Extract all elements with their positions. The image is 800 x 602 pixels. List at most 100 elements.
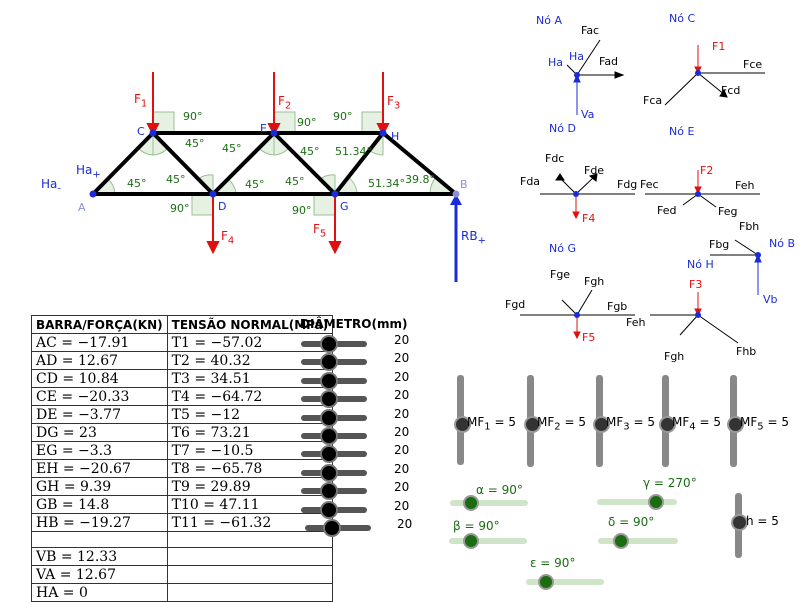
diameter-slider-knob[interactable] <box>323 519 341 537</box>
fbd-label: Fgd <box>505 298 526 311</box>
member-hb <box>381 131 458 196</box>
diameter-slider-knob[interactable] <box>320 463 338 482</box>
moment-slider-knob[interactable] <box>593 416 610 433</box>
fbd-label: Fgh <box>664 350 685 363</box>
diameter-value: 20 <box>397 517 413 531</box>
fbd-title-node-e: Nó E <box>669 125 695 138</box>
node-label-c: C <box>137 125 145 138</box>
fbd-label: Fad <box>599 55 619 68</box>
diameter-value: 20 <box>394 443 410 458</box>
fbd-label: Va <box>581 108 595 121</box>
angle-label: 45° <box>166 173 186 186</box>
diameter-slider-knob[interactable] <box>320 482 338 501</box>
angle-slider-knob[interactable] <box>538 574 554 590</box>
fbd-label: Fgb <box>607 300 628 313</box>
fbd-label: Feh <box>626 316 646 329</box>
angle-slider-knob[interactable] <box>463 495 479 511</box>
fbd-label: Vb <box>763 293 778 306</box>
reaction-label-ha-plus: Ha+ <box>76 163 101 181</box>
force-cell: AD = 12.67 <box>31 351 168 370</box>
angle-slider-label: β = 90° <box>453 519 500 533</box>
moment-slider-knob[interactable] <box>524 416 541 433</box>
stress-cell: T3 = 34.51 <box>166 369 334 388</box>
fbd-node-e <box>695 191 701 197</box>
angle-slider-knob[interactable] <box>463 533 479 549</box>
fbd-label: Ha <box>548 56 564 69</box>
moment-slider-knob[interactable] <box>454 416 471 433</box>
node-label-d: D <box>218 200 227 213</box>
angle-label: 90° <box>297 116 317 129</box>
truss-nodes <box>89 129 460 198</box>
fbd-label: Feh <box>735 179 755 192</box>
angle-slider-track[interactable] <box>597 499 677 505</box>
diameter-header: DIÂMETRO(mm) <box>300 317 408 331</box>
fbd-label: F2 <box>700 164 714 177</box>
fbd-title-node-g: Nó G <box>549 242 576 255</box>
force-label-f2: F2 <box>278 94 292 112</box>
fbd-label: Fhb <box>736 345 757 358</box>
fbd-label: F3 <box>689 278 703 291</box>
diameter-slider-knob[interactable] <box>320 427 338 445</box>
fbd-label: Fec <box>640 178 659 191</box>
reaction-rb <box>450 194 462 282</box>
node-a <box>89 190 97 198</box>
diameter-slider-knob[interactable] <box>320 353 338 372</box>
angle-slider-knob[interactable] <box>613 533 629 549</box>
force-arrows <box>146 72 390 255</box>
force-cell: EH = −20.67 <box>31 459 168 478</box>
diameter-slider-knob[interactable] <box>320 500 338 519</box>
empty-cell <box>166 531 334 548</box>
member-eg <box>272 131 337 196</box>
angle-slider-knob[interactable] <box>648 494 664 510</box>
fbd-label: Fgh <box>584 275 605 288</box>
force-cell: DG = 23 <box>31 423 168 442</box>
angle-slider-label: α = 90° <box>476 483 523 497</box>
fbd-label: Fda <box>520 175 541 188</box>
moment-slider-knob[interactable] <box>659 416 676 433</box>
diameter-slider-knob[interactable] <box>320 390 338 409</box>
fbd-node-a <box>574 72 580 78</box>
angle-slider-label: ε = 90° <box>530 556 576 570</box>
fbd-label: Fdg <box>617 178 638 191</box>
angle-slider-label: δ = 90° <box>608 515 655 529</box>
stress-cell: T1 = −57.02 <box>166 333 334 352</box>
diameter-slider-knob[interactable] <box>320 445 338 464</box>
member-cd <box>151 131 215 196</box>
angle-slider-track[interactable] <box>526 579 604 585</box>
member-de <box>211 131 276 196</box>
angle-slider-track[interactable] <box>449 538 527 544</box>
fbd-label: Feg <box>718 205 738 218</box>
diameter-value: 20 <box>394 425 410 439</box>
moment-slider-label: MF2 = 5 <box>537 415 586 433</box>
table-row <box>31 531 334 548</box>
angle-slider-track[interactable] <box>598 538 678 544</box>
fbd-label: F4 <box>582 212 596 225</box>
diameter-value: 20 <box>394 351 410 366</box>
force-label-f3: F3 <box>387 94 401 112</box>
angle-label: 51.34° <box>368 177 405 190</box>
diameter-slider-knob[interactable] <box>320 335 338 353</box>
angle-slider-track[interactable] <box>450 500 528 506</box>
node-label-a: A <box>78 201 86 214</box>
fbd-title-node-h: Nó H <box>687 258 714 271</box>
diameter-value: 20 <box>394 388 410 403</box>
fbd-title-node-d: Nó D <box>549 122 576 135</box>
fbd-label: Fdc <box>545 152 565 165</box>
diameter-slider-knob[interactable] <box>320 408 338 427</box>
node-d <box>209 190 217 198</box>
h-slider-knob[interactable] <box>731 514 748 531</box>
angle-label: 90° <box>183 110 203 123</box>
moment-slider-knob[interactable] <box>727 416 744 433</box>
node-b <box>452 190 460 198</box>
stress-cell: T9 = 29.89 <box>166 477 334 496</box>
diameter-slider-knob[interactable] <box>320 371 338 390</box>
angle-label: 90° <box>333 110 353 123</box>
force-cell: EG = −3.3 <box>31 441 168 460</box>
force-label-f5: F5 <box>313 222 327 240</box>
